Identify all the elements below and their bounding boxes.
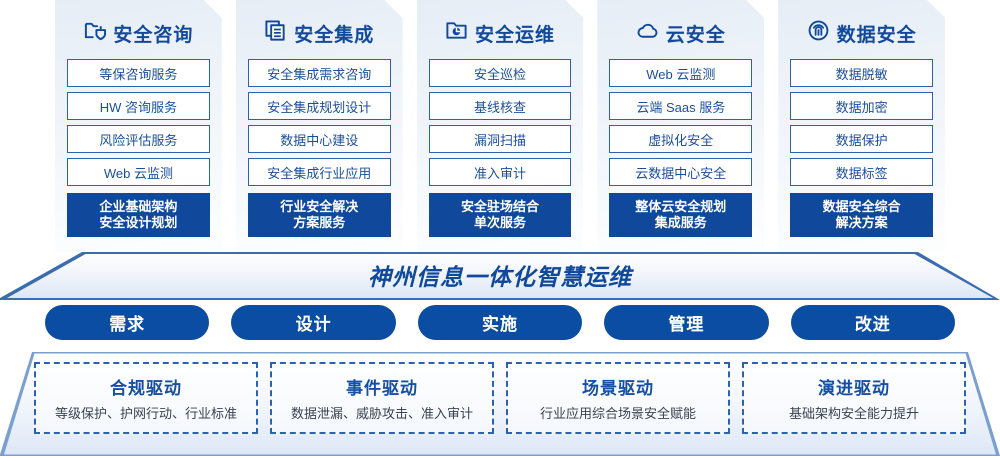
service-item[interactable]: 安全巡检	[429, 59, 572, 87]
pillar-card-security-consulting[interactable]: 安全咨询 等保咨询服务 HW 咨询服务 风险评估服务 Web 云监测 企业基础架…	[55, 0, 222, 252]
banner-shape	[0, 252, 1000, 300]
folder-shield-icon	[83, 19, 106, 47]
service-item[interactable]: 漏洞扫描	[429, 125, 572, 153]
card-title: 数据安全	[836, 24, 917, 46]
card-header: 云安全	[609, 11, 752, 55]
driver-subtitle: 等级保护、护网行动、行业标准	[54, 406, 237, 421]
driver-card-incident[interactable]: 事件驱动 数据泄漏、威胁攻击、准入审计	[270, 362, 494, 434]
driver-title: 场景驱动	[582, 379, 654, 398]
cloud-icon	[636, 19, 659, 47]
driver-card-evolution[interactable]: 演进驱动 基础架构安全能力提升	[742, 362, 966, 434]
drivers-section: 合规驱动 等级保护、护网行动、行业标准 事件驱动 数据泄漏、威胁攻击、准入审计 …	[0, 352, 1000, 456]
service-item[interactable]: 等保咨询服务	[67, 59, 210, 87]
service-item[interactable]: 准入审计	[429, 158, 572, 186]
card-header: 安全集成	[248, 11, 391, 55]
service-item[interactable]: 数据脱敏	[790, 59, 933, 87]
card-footer-highlight[interactable]: 行业安全解决 方案服务	[248, 193, 391, 237]
driver-subtitle: 行业应用综合场景安全赋能	[539, 406, 696, 421]
service-item[interactable]: 数据保护	[790, 125, 933, 153]
service-item[interactable]: 数据加密	[790, 92, 933, 120]
driver-title: 合规驱动	[110, 379, 182, 398]
pillar-card-data-security[interactable]: 数据安全 数据脱敏 数据加密 数据保护 数据标签 数据安全综合 解决方案	[778, 0, 945, 252]
platform-banner: 神州信息一体化智慧运维	[0, 252, 1000, 300]
service-item[interactable]: 数据中心建设	[248, 125, 391, 153]
service-item[interactable]: 风险评估服务	[67, 125, 210, 153]
service-item[interactable]: Web 云监测	[67, 158, 210, 186]
driver-card-compliance[interactable]: 合规驱动 等级保护、护网行动、行业标准	[34, 362, 258, 434]
folder-chart-icon	[445, 19, 468, 47]
card-footer-highlight[interactable]: 数据安全综合 解决方案	[790, 193, 933, 237]
card-title: 安全集成	[294, 24, 375, 46]
phase-pill-management[interactable]: 管理	[604, 305, 769, 340]
pillar-card-cloud-security[interactable]: 云安全 Web 云监测 云端 Saas 服务 虚拟化安全 云数据中心安全 整体云…	[597, 0, 764, 252]
card-title: 云安全	[665, 24, 726, 46]
phase-pill-design[interactable]: 设计	[231, 305, 396, 340]
service-item[interactable]: HW 咨询服务	[67, 92, 210, 120]
service-item[interactable]: Web 云监测	[609, 59, 752, 87]
service-item[interactable]: 安全集成行业应用	[248, 158, 391, 186]
service-item[interactable]: 云数据中心安全	[609, 158, 752, 186]
card-footer-highlight[interactable]: 整体云安全规划 集成服务	[609, 193, 752, 237]
card-title: 安全运维	[474, 24, 555, 46]
banner-title: 神州信息一体化智慧运维	[368, 264, 632, 290]
service-item[interactable]: 数据标签	[790, 158, 933, 186]
service-item[interactable]: 虚拟化安全	[609, 125, 752, 153]
card-header: 安全运维	[429, 11, 572, 55]
card-footer-highlight[interactable]: 安全驻场结合 单次服务	[429, 193, 572, 237]
fingerprint-icon	[807, 19, 830, 47]
driver-subtitle: 基础架构安全能力提升	[788, 406, 919, 421]
service-item[interactable]: 安全集成需求咨询	[248, 59, 391, 87]
phase-pill-requirements[interactable]: 需求	[44, 305, 210, 340]
pillar-card-security-operations[interactable]: 安全运维 安全巡检 基线核查 漏洞扫描 准入审计 安全驻场结合 单次服务	[417, 0, 584, 252]
card-title: 安全咨询	[113, 24, 194, 46]
driver-card-scenario[interactable]: 场景驱动 行业应用综合场景安全赋能	[506, 362, 730, 434]
phase-pill-implementation[interactable]: 实施	[417, 305, 583, 340]
service-item[interactable]: 云端 Saas 服务	[609, 92, 752, 120]
lifecycle-phases-row: 需求 设计 实施 管理 改进	[0, 305, 1000, 349]
drivers-row: 合规驱动 等级保护、护网行动、行业标准 事件驱动 数据泄漏、威胁攻击、准入审计 …	[0, 362, 1000, 434]
pillar-card-security-integration[interactable]: 安全集成 安全集成需求咨询 安全集成规划设计 数据中心建设 安全集成行业应用 行…	[236, 0, 403, 252]
pillar-cards-row: 安全咨询 等保咨询服务 HW 咨询服务 风险评估服务 Web 云监测 企业基础架…	[0, 0, 1000, 252]
driver-subtitle: 数据泄漏、威胁攻击、准入审计	[290, 406, 473, 421]
service-item[interactable]: 安全集成规划设计	[248, 92, 391, 120]
card-header: 数据安全	[790, 11, 933, 55]
card-footer-highlight[interactable]: 企业基础架构 安全设计规划	[67, 193, 210, 237]
card-header: 安全咨询	[67, 11, 210, 55]
driver-title: 事件驱动	[346, 379, 418, 398]
service-item[interactable]: 基线核查	[429, 92, 572, 120]
phase-pill-improvement[interactable]: 改进	[790, 305, 956, 340]
driver-title: 演进驱动	[818, 379, 890, 398]
stacked-documents-icon	[264, 19, 287, 47]
